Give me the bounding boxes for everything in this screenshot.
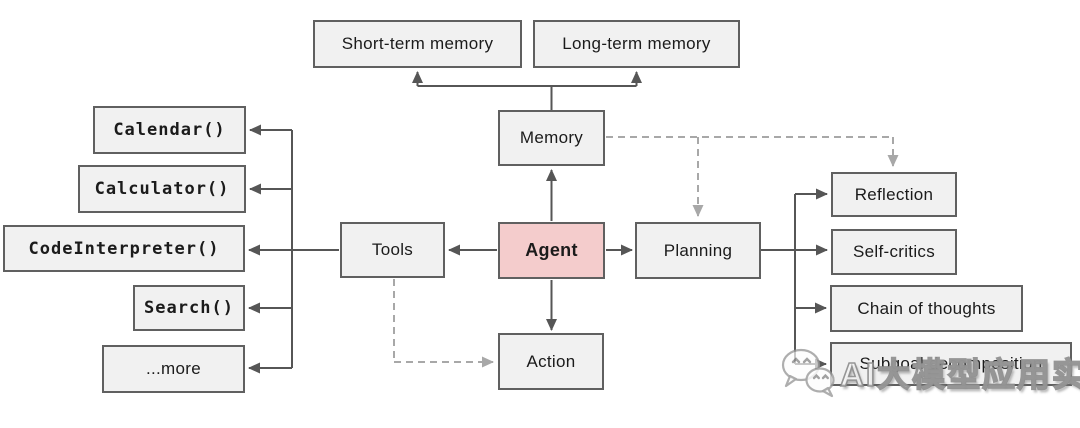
node-code-interpreter-tool: CodeInterpreter() [3,225,245,272]
node-self-critics: Self-critics [831,229,957,275]
node-calendar-tool: Calendar() [93,106,246,154]
node-subgoal-decomposition: Subgoal decomposition [830,342,1072,386]
node-tools: Tools [340,222,445,278]
node-memory: Memory [498,110,605,166]
node-reflection: Reflection [831,172,957,217]
node-long-term-memory: Long-term memory [533,20,740,68]
node-more-tools: ...more [102,345,245,393]
node-action: Action [498,333,604,390]
node-search-tool: Search() [133,285,245,331]
node-agent: Agent [498,222,605,279]
node-planning: Planning [635,222,761,279]
node-chain-of-thoughts: Chain of thoughts [830,285,1023,332]
node-short-term-memory: Short-term memory [313,20,522,68]
node-calculator-tool: Calculator() [78,165,246,213]
